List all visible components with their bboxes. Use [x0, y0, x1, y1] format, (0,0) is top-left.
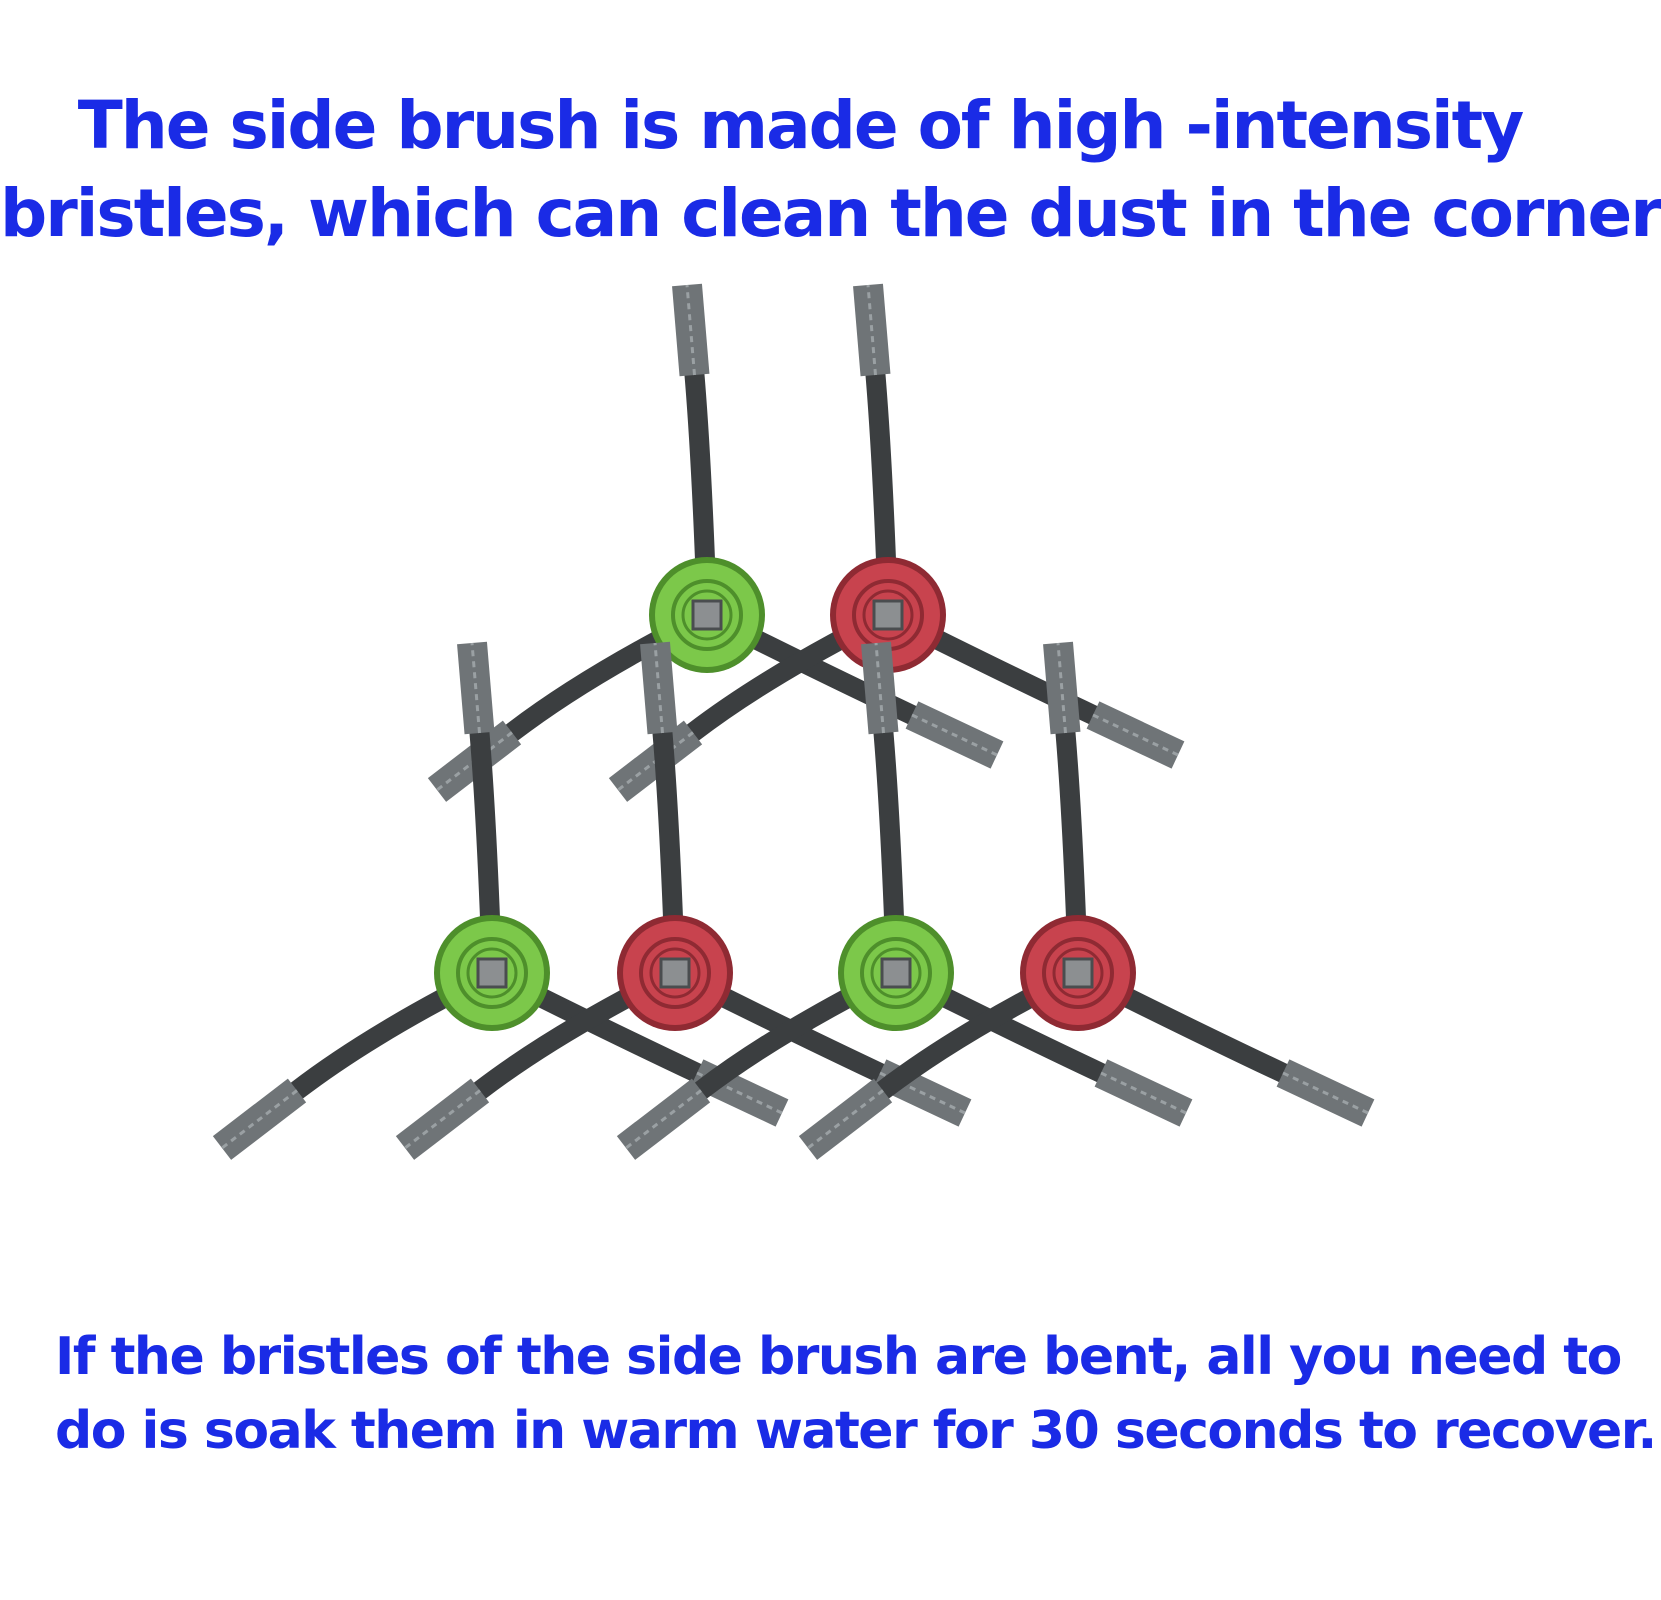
side-brush — [395, 641, 972, 1160]
side-brush — [427, 283, 1004, 802]
caption: If the bristles of the side brush are be… — [55, 1320, 1657, 1468]
headline-line-1: The side brush is made of high -intensit… — [77, 87, 1524, 164]
side-brush — [798, 641, 1375, 1160]
caption-line-2: do is soak them in warm water for 30 sec… — [55, 1401, 1657, 1461]
caption-line-1: If the bristles of the side brush are be… — [55, 1327, 1622, 1387]
headline: The side brush is made of high -intensit… — [0, 82, 1661, 258]
headline-line-2: bristles, which can clean the dust in th… — [0, 175, 1661, 252]
side-brush — [608, 283, 1185, 802]
side-brush — [212, 641, 789, 1160]
side-brush — [616, 641, 1193, 1160]
